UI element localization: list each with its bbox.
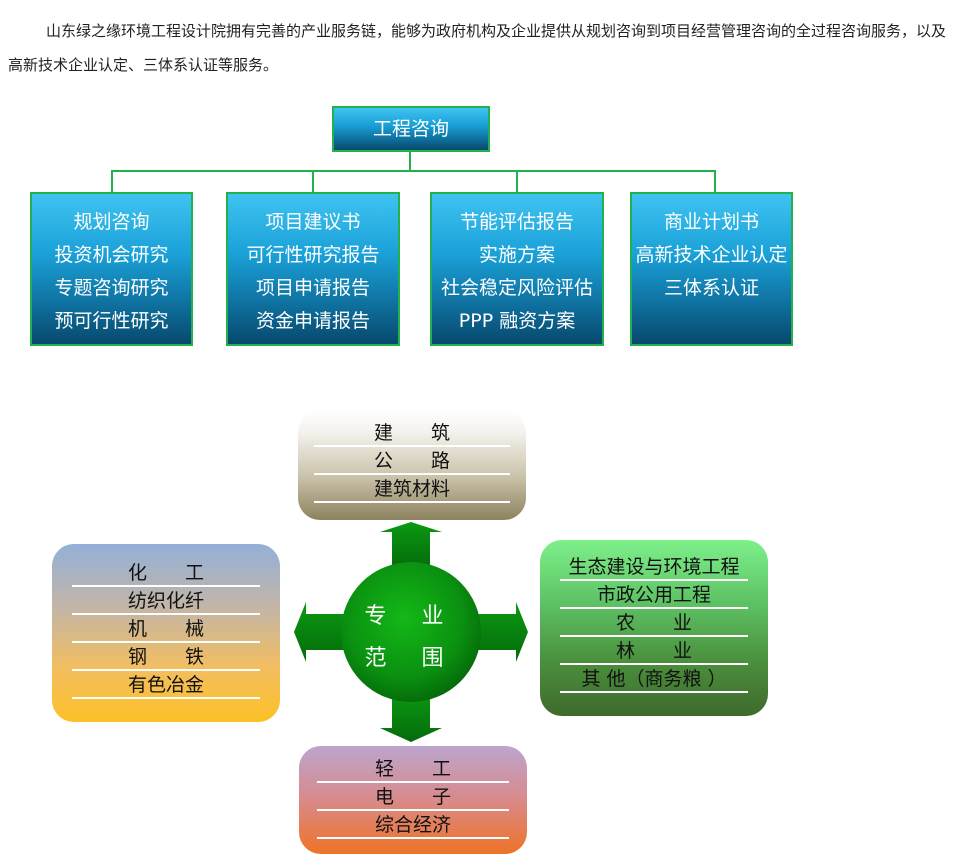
org-branch-2: 项目建议书 可行性研究报告 项目申请报告 资金申请报告 xyxy=(226,192,400,346)
center-label-line-1: 专 业 xyxy=(364,604,458,629)
org-branch-3-item: 社会稳定风险评估 xyxy=(440,277,593,299)
org-branch-3-item: PPP 融资方案 xyxy=(458,310,576,332)
hub-arrows-graphic xyxy=(294,522,528,742)
arrow-up-icon xyxy=(380,522,442,570)
arrow-down-icon xyxy=(380,692,442,742)
scope-item: 生态建设与环境工程 xyxy=(560,554,748,582)
scope-item: 轻 工 xyxy=(317,756,509,784)
org-branch-1-item: 预可行性研究 xyxy=(54,310,169,332)
org-branch-2-item: 可行性研究报告 xyxy=(246,244,380,266)
org-branch-4-item: 商业计划书 xyxy=(663,211,759,233)
scope-item: 机 械 xyxy=(72,616,260,644)
scope-item: 化 工 xyxy=(72,560,260,588)
connector-branch-2 xyxy=(312,170,314,192)
connector-branch-4 xyxy=(714,170,716,192)
org-branch-2-item: 资金申请报告 xyxy=(255,310,370,332)
scope-left-box: 化 工 纺织化纤 机 械 钢 铁 有色冶金 xyxy=(52,544,280,722)
scope-item: 有色冶金 xyxy=(72,672,260,700)
org-branch-4-item: 高新技术企业认定 xyxy=(635,244,788,266)
scope-item: 公 路 xyxy=(314,448,510,476)
org-root-label: 工程咨询 xyxy=(372,118,449,140)
connector-branch-3 xyxy=(516,170,518,192)
org-branch-4-item: 三体系认证 xyxy=(663,277,759,299)
center-circle xyxy=(341,562,481,702)
connector-branch-1 xyxy=(111,170,113,192)
org-branch-3: 节能评估报告 实施方案 社会稳定风险评估 PPP 融资方案 xyxy=(430,192,604,346)
scope-item: 钢 铁 xyxy=(72,644,260,672)
scope-item: 建筑材料 xyxy=(314,476,510,504)
arrow-left-icon xyxy=(294,602,352,662)
center-label-line-2: 范 围 xyxy=(364,646,458,671)
scope-item: 电 子 xyxy=(317,784,509,812)
scope-item: 纺织化纤 xyxy=(72,588,260,616)
connector-horizontal xyxy=(111,170,716,172)
org-branch-1: 规划咨询 投资机会研究 专题咨询研究 预可行性研究 xyxy=(30,192,193,346)
scope-item: 综合经济 xyxy=(317,812,509,840)
scope-item: 其 他（商务粮 ） xyxy=(560,666,748,694)
scope-item: 市政公用工程 xyxy=(560,582,748,610)
org-branch-4: 商业计划书 高新技术企业认定 三体系认证 xyxy=(630,192,793,346)
org-branch-1-item: 投资机会研究 xyxy=(54,244,169,266)
org-branch-1-item: 专题咨询研究 xyxy=(54,277,169,299)
scope-right-box: 生态建设与环境工程 市政公用工程 农 业 林 业 其 他（商务粮 ） xyxy=(540,540,768,716)
scope-item: 建 筑 xyxy=(314,420,510,448)
org-branch-3-item: 节能评估报告 xyxy=(459,211,574,233)
org-branch-3-item: 实施方案 xyxy=(478,244,555,266)
scope-bottom-box: 轻 工 电 子 综合经济 xyxy=(299,746,527,854)
scope-item: 农 业 xyxy=(560,610,748,638)
intro-paragraph: 山东绿之缘环境工程设计院拥有完善的产业服务链，能够为政府机构及企业提供从规划咨询… xyxy=(8,22,947,74)
scope-item: 林 业 xyxy=(560,638,748,666)
scope-top-box: 建 筑 公 路 建筑材料 xyxy=(298,410,526,520)
org-branch-1-item: 规划咨询 xyxy=(73,211,150,233)
org-root-node: 工程咨询 xyxy=(332,106,490,152)
org-branch-2-item: 项目申请报告 xyxy=(255,277,370,299)
connector-root-stem xyxy=(409,152,411,172)
org-branch-2-item: 项目建议书 xyxy=(265,211,361,233)
arrow-right-icon xyxy=(470,602,528,662)
scope-center-hub: 专 业 范 围 xyxy=(292,520,530,744)
